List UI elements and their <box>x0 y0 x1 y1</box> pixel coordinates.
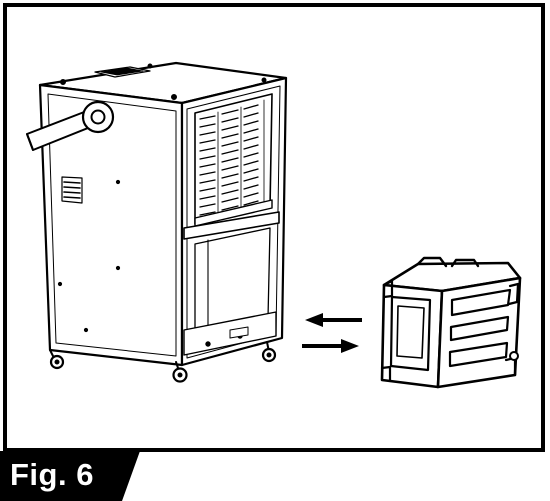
figure-label-background <box>0 451 140 501</box>
handle <box>26 100 115 151</box>
label-plate <box>61 176 83 204</box>
figure-label-badge <box>0 451 150 501</box>
tank-bay <box>183 211 280 356</box>
water-tank <box>380 256 522 389</box>
air-grille <box>194 93 273 227</box>
control-panel <box>60 63 267 100</box>
figure-label: Fig. 6 <box>10 457 94 492</box>
casters <box>49 341 277 383</box>
tank-insertion-arrow-right <box>302 339 359 353</box>
tank-removal-arrow-left <box>305 313 362 327</box>
dehumidifier <box>26 61 288 383</box>
